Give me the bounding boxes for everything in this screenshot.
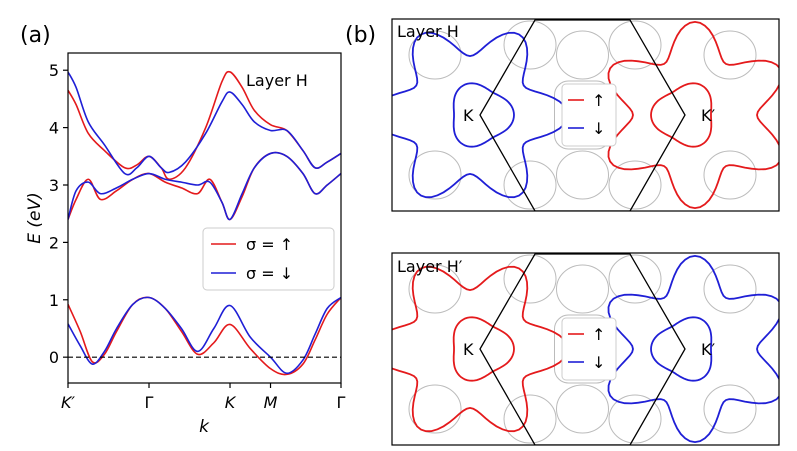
y-tick-label: 2	[49, 233, 59, 252]
faint-contour	[556, 150, 609, 200]
panel-b-label: (b)	[345, 23, 376, 48]
faint-contour	[703, 264, 757, 314]
plot-frame	[67, 52, 342, 384]
faint-contour	[503, 394, 557, 444]
spin-legend-down: ↓	[592, 119, 605, 138]
y-tick-label: 5	[49, 61, 59, 80]
spin-down-band-1	[68, 296, 341, 375]
layer-annotation: Layer H	[246, 71, 308, 90]
spin-up-band-1	[68, 296, 341, 376]
x-tick-label: Γ	[337, 393, 346, 412]
k-point-label: K	[463, 340, 474, 359]
legend-label-up: σ = ↑	[246, 235, 293, 254]
faint-contour	[556, 384, 609, 434]
fermi-surface-layer-h-prime: Layer H′ K K′ ↑ ↓	[391, 252, 780, 446]
faint-contour	[556, 30, 609, 80]
right-valley-outer-contour	[607, 20, 779, 210]
spin-legend-box	[561, 83, 617, 147]
x-tick-label: M	[264, 393, 278, 412]
y-tick-label: 3	[49, 176, 59, 195]
x-axis-label: k	[199, 417, 210, 437]
right-valley-outer-contour	[607, 254, 779, 444]
faint-contour	[408, 150, 462, 200]
x-tick-label: Γ	[145, 393, 154, 412]
subplot-frame	[391, 252, 780, 446]
x-tick-label: K′	[61, 393, 75, 412]
faint-contour	[408, 384, 462, 434]
layer-h-title: Layer H	[397, 22, 459, 41]
right-valley-pocket	[650, 82, 713, 148]
faint-contour	[503, 254, 557, 304]
spin-legend-box	[561, 317, 617, 381]
subplot-frame	[391, 18, 780, 212]
y-axis-label: E (eV)	[25, 192, 45, 244]
faint-contour	[503, 160, 557, 210]
k-prime-point-label: K′	[701, 340, 715, 359]
k-point-label: K	[463, 106, 474, 125]
spin-down-band-2	[68, 151, 341, 221]
brillouin-zone-hexagon	[479, 253, 686, 445]
fermi-surface-layer-h: Layer H K K′ ↑ ↓	[391, 18, 780, 212]
y-tick-label: 4	[49, 119, 59, 138]
spin-legend: ↑ ↓	[561, 317, 617, 381]
faint-contour	[503, 20, 557, 70]
spin-legend-up: ↑	[592, 91, 605, 110]
panel-a-label: (a)	[20, 23, 51, 48]
x-tick-label: K	[225, 393, 237, 412]
faint-contour	[703, 30, 757, 80]
spin-legend-up: ↑	[592, 325, 605, 344]
y-tick-label: 0	[49, 348, 59, 367]
right-valley-pocket	[650, 316, 713, 382]
faint-contour	[408, 30, 462, 80]
spin-legend-down: ↓	[592, 353, 605, 372]
left-valley-outer-contour	[392, 31, 569, 199]
faint-contour	[556, 264, 609, 314]
left-valley-outer-contour	[392, 265, 569, 433]
spin-up-band-2	[68, 151, 341, 221]
faint-contour	[608, 20, 662, 70]
band-structure-chart: 0 1 2 3 4 5 K′ Γ K M Γ E (eV) k Layer H σ = ↑ σ =…	[25, 52, 346, 437]
legend: σ = ↑ σ = ↓	[202, 227, 335, 291]
brillouin-zone-hexagon	[479, 19, 686, 211]
faint-contour	[608, 160, 662, 210]
faint-contour	[703, 384, 757, 434]
spin-down-band-3	[68, 71, 341, 176]
faint-contour	[608, 394, 662, 444]
faint-contour	[408, 264, 462, 314]
legend-label-down: σ = ↓	[246, 264, 293, 283]
spin-legend: ↑ ↓	[561, 83, 617, 147]
k-prime-point-label: K′	[701, 106, 715, 125]
y-tick-label: 1	[49, 291, 59, 310]
layer-h-prime-title: Layer H′	[397, 257, 463, 276]
faint-contour	[703, 150, 757, 200]
faint-contour	[608, 254, 662, 304]
